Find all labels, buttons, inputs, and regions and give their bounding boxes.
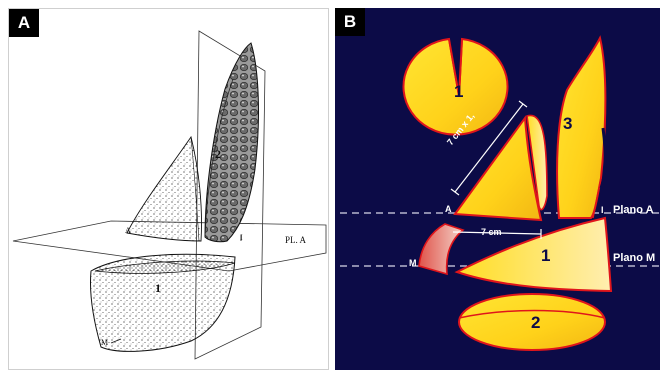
label-plane-a: PL. A	[285, 235, 306, 245]
label-point-i: I	[601, 205, 604, 215]
label-piece-2: 2	[215, 147, 221, 162]
label-measure-short: 7 cm	[481, 227, 502, 237]
label-point-m: M	[409, 258, 417, 268]
panel-a: A	[8, 8, 329, 370]
panel-b-tag: B	[335, 8, 365, 36]
label-point-a: A	[125, 226, 131, 235]
panel-a-drawing	[9, 9, 329, 370]
panel-b-drawing	[335, 8, 660, 370]
small-cone-piece	[127, 137, 202, 241]
label-piece-3: 3	[563, 114, 572, 134]
label-point-i: I	[240, 233, 243, 242]
label-plano-m: Plano M	[613, 252, 655, 264]
panel-b: B	[335, 8, 660, 370]
label-piece-2: 2	[531, 313, 540, 333]
label-plano-a: Plano A	[613, 204, 654, 216]
label-point-a: A	[445, 204, 452, 214]
label-piece-1: 1	[155, 281, 161, 296]
panel-a-tag: A	[9, 9, 39, 37]
label-piece-1: 1	[541, 246, 550, 266]
label-piece-1-top: 1	[454, 82, 463, 102]
label-point-m: M	[101, 338, 108, 347]
